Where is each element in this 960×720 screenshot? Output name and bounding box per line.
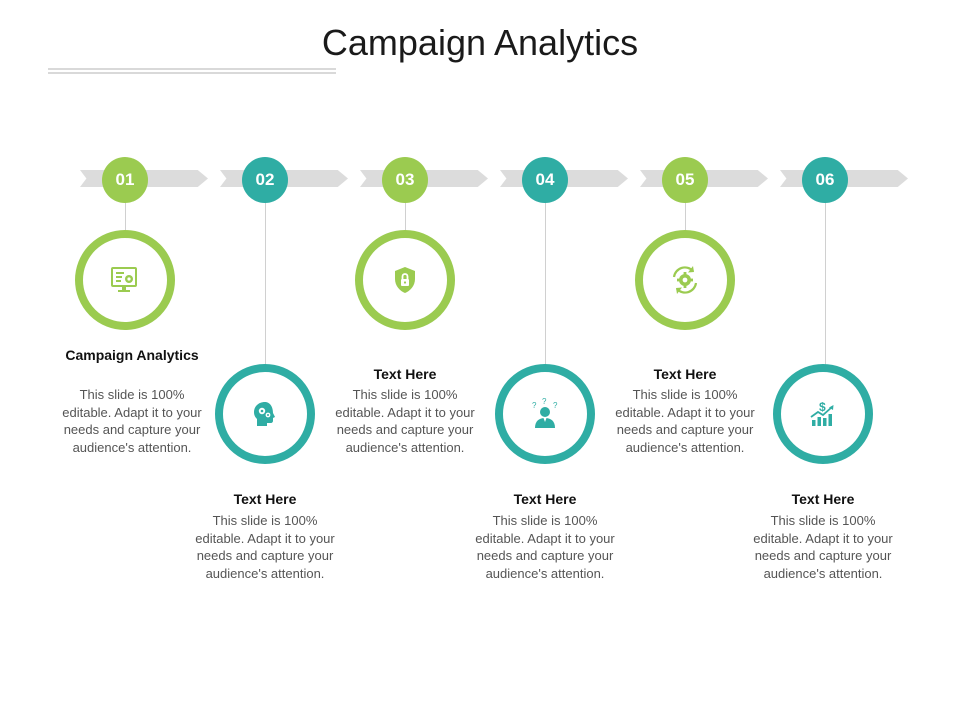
step-description-01: This slide is 100% editable. Adapt it to… bbox=[62, 387, 202, 455]
step-number-02: 02 bbox=[242, 157, 288, 203]
step-number-01: 01 bbox=[102, 157, 148, 203]
title-decoration-line bbox=[48, 68, 336, 70]
step-icon-ring-04: ? ? ? bbox=[495, 364, 595, 464]
svg-text:?: ? bbox=[553, 401, 558, 410]
gear-refresh-icon bbox=[672, 266, 698, 294]
svg-text:?: ? bbox=[532, 401, 537, 410]
monitor-settings-icon bbox=[111, 267, 137, 292]
step-heading-03: Text Here bbox=[373, 366, 437, 382]
step-icon-ring-05 bbox=[635, 230, 735, 330]
head-gears-icon bbox=[254, 402, 275, 426]
connector-line bbox=[405, 200, 406, 232]
step-number-05: 05 bbox=[662, 157, 708, 203]
title-decoration-line bbox=[48, 72, 336, 74]
shield-lock-icon bbox=[395, 267, 415, 293]
dollar-chart-icon: $ bbox=[810, 400, 834, 426]
step-heading-05: Text Here bbox=[653, 366, 717, 382]
step-number-03: 03 bbox=[382, 157, 428, 203]
step-description-06: This slide is 100% editable. Adapt it to… bbox=[753, 513, 893, 581]
step-description-04: This slide is 100% editable. Adapt it to… bbox=[475, 513, 615, 581]
step-heading-04: Text Here bbox=[513, 491, 577, 507]
slide-title: Campaign Analytics bbox=[321, 22, 639, 63]
step-number-04: 04 bbox=[522, 157, 568, 203]
step-description-02: This slide is 100% editable. Adapt it to… bbox=[195, 513, 335, 581]
connector-line bbox=[825, 200, 826, 366]
connector-line bbox=[545, 200, 546, 366]
step-icon-ring-06: $ bbox=[773, 364, 873, 464]
connector-line bbox=[125, 200, 126, 232]
step-description-03: This slide is 100% editable. Adapt it to… bbox=[335, 387, 475, 455]
step-heading-01: Campaign Analytics bbox=[65, 347, 199, 363]
step-number-06: 06 bbox=[802, 157, 848, 203]
svg-text:?: ? bbox=[542, 397, 547, 406]
step-icon-ring-01 bbox=[75, 230, 175, 330]
step-icon-ring-02 bbox=[215, 364, 315, 464]
step-heading-06: Text Here bbox=[791, 491, 855, 507]
connector-line bbox=[685, 200, 686, 232]
step-heading-02: Text Here bbox=[233, 491, 297, 507]
step-icon-ring-03 bbox=[355, 230, 455, 330]
confused-person-icon: ? ? ? bbox=[532, 397, 558, 428]
step-description-05: This slide is 100% editable. Adapt it to… bbox=[615, 387, 755, 455]
svg-text:$: $ bbox=[819, 400, 826, 414]
connector-line bbox=[265, 200, 266, 366]
